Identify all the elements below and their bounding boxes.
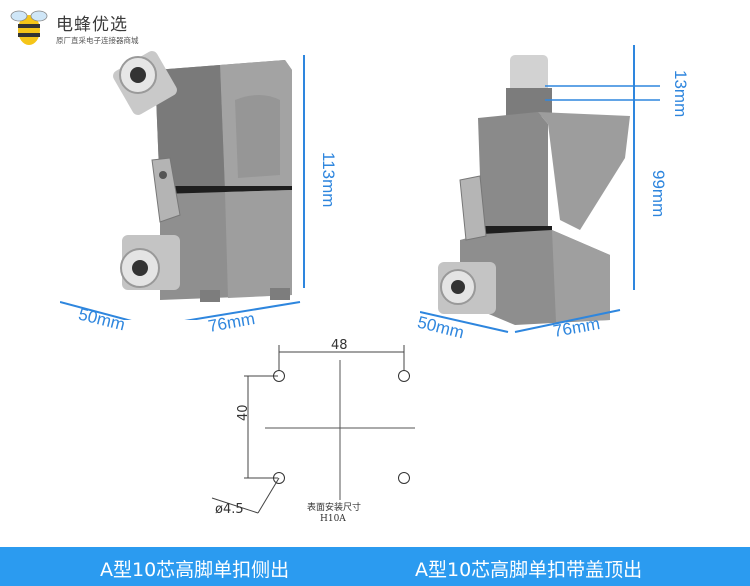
hole-diameter-label: ø4.5 [215,502,244,517]
left-height-dimension: 113mm [319,152,338,208]
left-product-caption: A型10芯高脚单扣侧出 [100,559,290,581]
caption-bar: A型10芯高脚单扣侧出 A型10芯高脚单扣带盖顶出 [0,547,750,586]
brand-logo: 电蜂优选 原厂直采电子连接器商城 [6,4,166,50]
left-connector-image [60,51,305,320]
drawing-caption: 表面安装尺寸 [307,503,362,513]
logo-subtitle: 原厂直采电子连接器商城 [56,36,139,45]
right-height-dimension: 99mm [649,170,668,218]
horizontal-spacing-label: 48 [331,338,348,353]
mounting-drawing [211,345,415,514]
right-product-caption: A型10芯高脚单扣带盖顶出 [415,559,643,581]
right-connector-image [420,45,660,333]
bee-icon [10,10,48,45]
vertical-spacing-label: 40 [236,404,251,421]
drawing-model: H10A [320,514,346,524]
logo-title: 电蜂优选 [56,15,128,35]
right-cap-dimension: 13mm [671,70,690,118]
